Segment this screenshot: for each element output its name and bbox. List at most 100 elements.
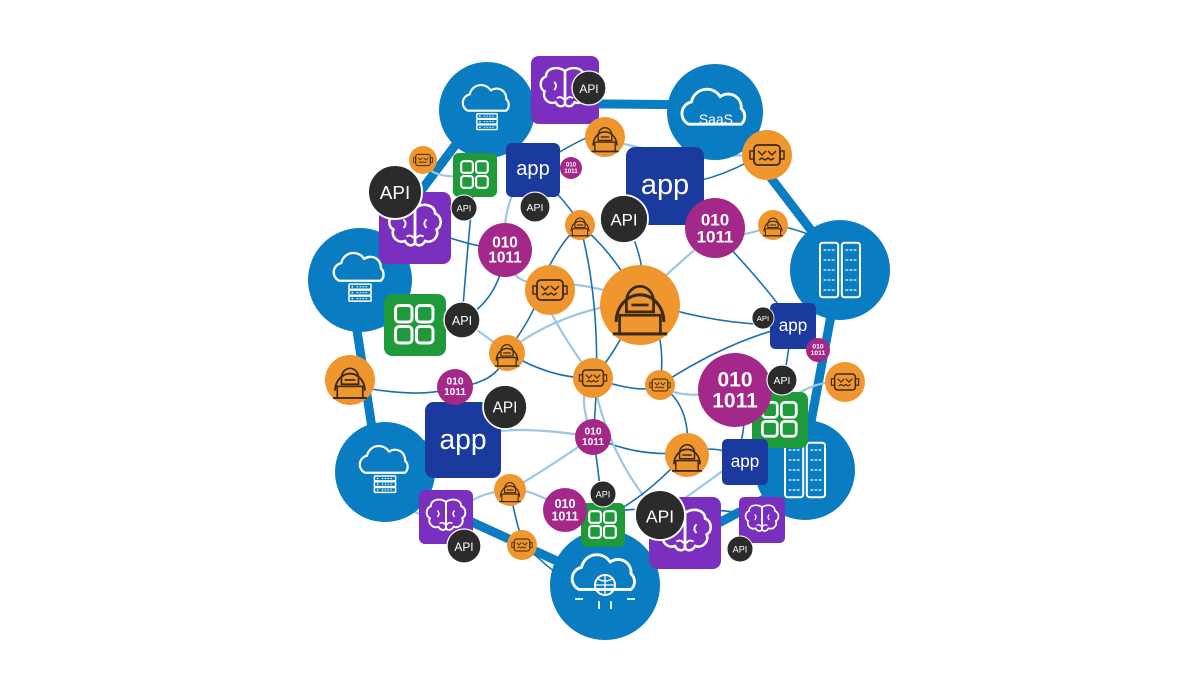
- robot-ear: [749, 150, 755, 160]
- robot-icon: [645, 370, 675, 400]
- cloud-server-icon: [439, 62, 535, 159]
- server-led: [351, 285, 354, 288]
- node-circle: [525, 265, 575, 315]
- api-label: API: [774, 375, 791, 387]
- server-unit: [373, 480, 397, 488]
- grid-tile: [394, 304, 414, 324]
- server-led: [376, 483, 379, 485]
- node-circle: [825, 362, 865, 402]
- robot-mouth: [838, 383, 851, 387]
- brain-folds: [754, 514, 770, 527]
- hood: [334, 372, 366, 391]
- binary-top: 010: [585, 427, 602, 438]
- node-circle: [589, 480, 617, 508]
- app-label: app: [779, 316, 808, 335]
- binary-top: 010: [718, 369, 753, 392]
- robot-eyes: [585, 374, 601, 379]
- brain-icon: [739, 497, 785, 543]
- binary-bottom: 1011: [712, 390, 758, 413]
- robot-mouth: [516, 546, 527, 549]
- grid-tile: [780, 401, 798, 419]
- node-square: [506, 143, 560, 197]
- node-circle: [482, 384, 528, 430]
- app-badge: app: [506, 143, 560, 197]
- app-badge: app: [722, 439, 768, 485]
- globe-lines: [595, 575, 615, 595]
- api-badge: API: [751, 306, 775, 330]
- node-circle: [450, 194, 478, 222]
- server-unit: [348, 283, 372, 291]
- hacker-icon: [565, 210, 595, 240]
- server-led: [376, 489, 379, 491]
- binary-bottom: 1011: [582, 437, 604, 448]
- server-rack-icon: [790, 220, 890, 320]
- binary-bottom: 1011: [811, 350, 826, 357]
- globe-connectors: [575, 598, 635, 609]
- app-badge: app: [425, 402, 501, 478]
- hood: [763, 220, 783, 232]
- grid-tile: [394, 325, 414, 345]
- grid-tile: [475, 175, 489, 189]
- hacker-icon: [494, 474, 526, 506]
- app-label: app: [731, 452, 760, 471]
- binary-top: 010: [566, 162, 577, 169]
- server-unit: [348, 289, 372, 296]
- brain-right: [761, 504, 780, 532]
- hood: [570, 220, 590, 232]
- server-unit: [373, 486, 397, 494]
- api-label: API: [757, 314, 769, 323]
- robot-ear: [830, 378, 836, 386]
- robot-eyes: [516, 542, 528, 546]
- grid-tile: [460, 160, 474, 174]
- node-circle: [766, 364, 798, 396]
- binary-top: 010: [701, 211, 729, 230]
- node-square: [425, 402, 501, 478]
- hood: [495, 347, 519, 361]
- brain-folds: [436, 510, 456, 525]
- robot-ear: [562, 285, 568, 295]
- hacker-icon: [758, 210, 788, 240]
- api-label: API: [454, 540, 473, 554]
- node-circle: [543, 488, 587, 532]
- server-led: [376, 477, 379, 480]
- node-circle: [685, 198, 745, 258]
- grid-tile: [761, 420, 779, 438]
- robot-mouth: [586, 379, 599, 383]
- api-label: API: [457, 204, 472, 214]
- server-led: [351, 297, 354, 300]
- hood: [499, 485, 521, 497]
- network-link: [579, 224, 598, 438]
- robot-mouth: [541, 292, 558, 296]
- binary-top: 010: [492, 234, 518, 251]
- hacker-icon: [489, 335, 525, 371]
- robot-icon: [825, 362, 865, 402]
- api-label: API: [493, 400, 518, 417]
- api-label: API: [579, 82, 598, 96]
- cloud-shape: [680, 87, 747, 126]
- node-circle: [726, 535, 754, 563]
- api-badge: API: [766, 364, 798, 396]
- robot-ear: [578, 374, 584, 382]
- grid-tile: [415, 304, 435, 324]
- robot-icon: [573, 358, 613, 398]
- rack-frame: [818, 241, 840, 299]
- binary-bottom: 1011: [488, 250, 522, 267]
- robot-ear: [532, 285, 538, 295]
- cloud-globe-icon: [550, 530, 660, 640]
- server-led: [479, 115, 481, 117]
- face: [625, 285, 655, 314]
- api-badge: API: [450, 194, 478, 222]
- robot-eyes: [417, 157, 429, 161]
- binary-bottom: 1011: [697, 228, 734, 247]
- node-circle: [575, 419, 611, 455]
- brain-right: [683, 508, 713, 552]
- node-circle: [519, 191, 551, 223]
- robot-mouth: [418, 161, 428, 164]
- api-badge: API: [571, 70, 607, 106]
- node-circle: [443, 301, 481, 339]
